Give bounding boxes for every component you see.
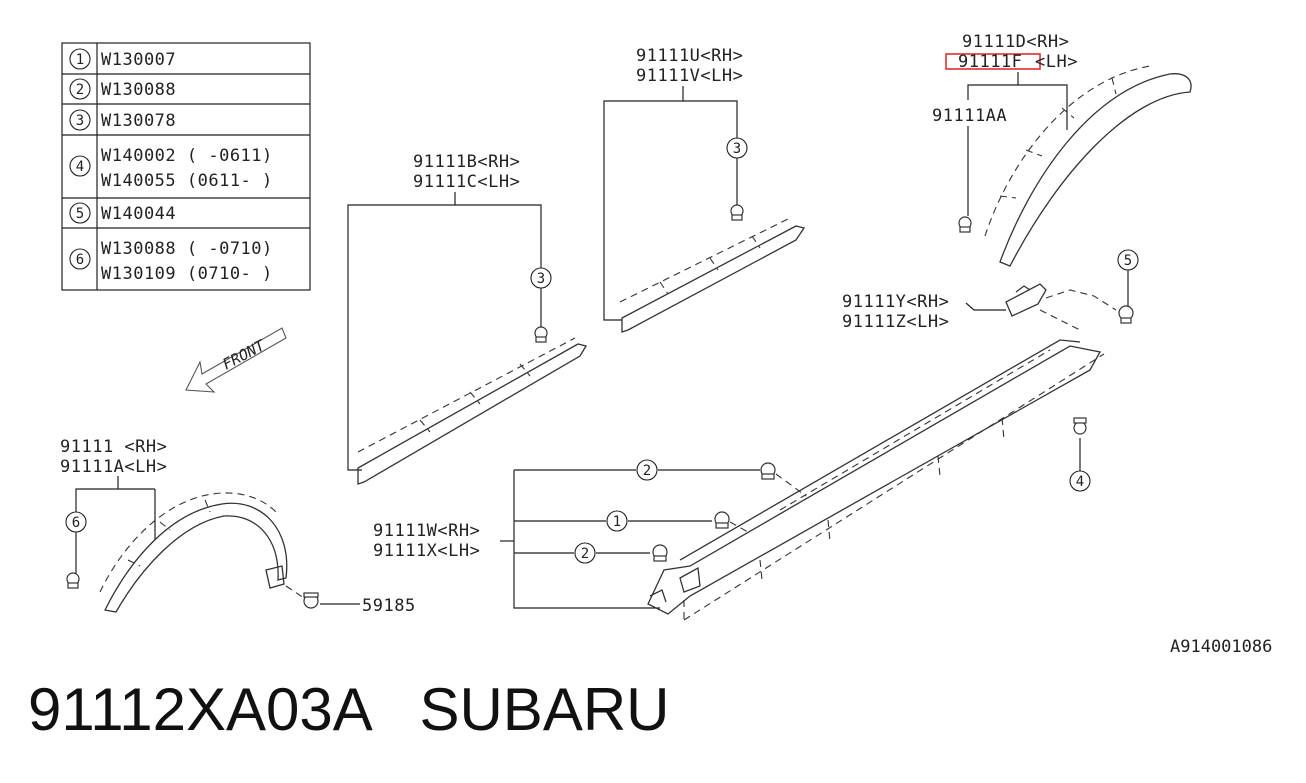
svg-text:5: 5	[1124, 253, 1132, 269]
svg-text:3: 3	[537, 271, 545, 287]
svg-text:3: 3	[733, 141, 741, 157]
legend-marker: 6	[76, 252, 84, 268]
callout-5: 5	[1117, 249, 1139, 271]
legend-marker: 5	[76, 206, 84, 222]
clip-fastener	[760, 462, 776, 480]
legend-code: W130088	[101, 80, 176, 100]
part-label-91111f-lh-highlighted[interactable]: 91111F	[958, 52, 1022, 72]
part-label-91111b-rh: 91111B<RH>	[413, 152, 520, 172]
legend-row-2: 2 W130088	[69, 78, 176, 100]
legend-code: W130007	[101, 50, 176, 70]
rear-wheel-arch-group: 91111 <RH> 91111A<LH> 6 59185	[60, 437, 416, 616]
legend-row-6: 6 W130088 ( -0710) W130109 (0710- )	[69, 239, 273, 284]
legend-marker: 4	[76, 159, 84, 175]
svg-text:6: 6	[72, 515, 80, 531]
legend-table: 1 W130007 2 W130088 3 W130078 4 W140002 …	[61, 42, 311, 291]
legend-code: W140055 (0611- )	[101, 171, 273, 191]
legend-row-3: 3 W130078	[69, 109, 176, 131]
callout-4: 4	[1069, 470, 1091, 492]
svg-text:4: 4	[1076, 474, 1084, 490]
part-label-91111y-rh: 91111Y<RH>	[842, 292, 949, 312]
svg-text:1: 1	[613, 514, 621, 530]
callout-3: 3	[530, 267, 552, 289]
clip-fastener	[958, 216, 972, 233]
clip-fastener	[534, 326, 548, 343]
legend-row-1: 1 W130007	[69, 48, 176, 70]
legend-marker: 2	[76, 82, 84, 98]
part-label-lh-suffix: <LH>	[1035, 52, 1078, 72]
part-label-91111x-lh: 91111X<LH>	[373, 541, 480, 561]
clip-fastener	[1073, 417, 1087, 435]
part-label-91111z-lh: 91111Z<LH>	[842, 312, 949, 332]
part-label-91111w-rh: 91111W<RH>	[373, 521, 480, 541]
part-label-91111-rh: 91111 <RH>	[60, 437, 167, 457]
clip-fastener	[652, 544, 668, 562]
svg-text:2: 2	[643, 463, 651, 479]
part-label-91111u-rh: 91111U<RH>	[636, 46, 743, 66]
legend-code: W130088 ( -0710)	[101, 239, 273, 259]
legend-code: W140002 ( -0611)	[101, 146, 273, 166]
part-label-91111a-lh: 91111A<LH>	[60, 457, 167, 477]
legend-code: W130078	[101, 111, 176, 131]
part-label-91111d-rh: 91111D<RH>	[962, 32, 1069, 52]
drawing-number: A914001086	[1170, 637, 1272, 657]
callout-1: 1	[606, 510, 628, 532]
callout-2: 2	[636, 459, 658, 481]
callout-2: 2	[574, 542, 596, 564]
footer-part-number: 91112XA03A	[28, 676, 370, 743]
legend-code: W130109 (0710- )	[101, 264, 273, 284]
front-sill-molding-group: 91111U<RH> 91111V<LH> 3	[603, 46, 806, 333]
rear-sill-molding-group: 91111B<RH> 91111C<LH> 3	[347, 152, 588, 485]
front-wheel-arch-group: 91111D<RH> 91111F <LH> 91111AA	[932, 32, 1192, 267]
front-label: FRONT	[219, 336, 268, 374]
callout-6: 6	[65, 511, 87, 533]
part-label-91111v-lh: 91111V<LH>	[636, 66, 743, 86]
front-direction-arrow: FRONT	[185, 327, 287, 393]
clip-fastener	[714, 511, 730, 529]
part-label-91111c-lh: 91111C<LH>	[413, 172, 520, 192]
legend-row-5: 5 W140044	[69, 202, 176, 224]
bracket-group: 91111Y<RH> 91111Z<LH> 5	[842, 249, 1139, 332]
legend-code: W140044	[101, 204, 176, 224]
side-sill-molding-group: 91111W<RH> 91111X<LH> 2 1 2	[373, 339, 1105, 621]
legend-marker: 3	[76, 113, 84, 129]
clip-fastener	[730, 204, 744, 221]
footer-brand: SUBARU	[419, 676, 670, 743]
screw-fastener	[303, 592, 319, 609]
part-label-91111aa: 91111AA	[932, 106, 1007, 126]
part-label-59185: 59185	[362, 596, 416, 616]
clip-fastener	[1118, 305, 1134, 324]
footer-caption: 91112XA03A SUBARU	[28, 680, 670, 740]
highlight-box	[945, 53, 1041, 70]
legend-marker: 1	[76, 52, 84, 68]
callout-3: 3	[726, 137, 748, 159]
legend-row-4: 4 W140002 ( -0611) W140055 (0611- )	[69, 146, 273, 191]
clip-fastener	[66, 572, 80, 589]
svg-text:2: 2	[581, 546, 589, 562]
